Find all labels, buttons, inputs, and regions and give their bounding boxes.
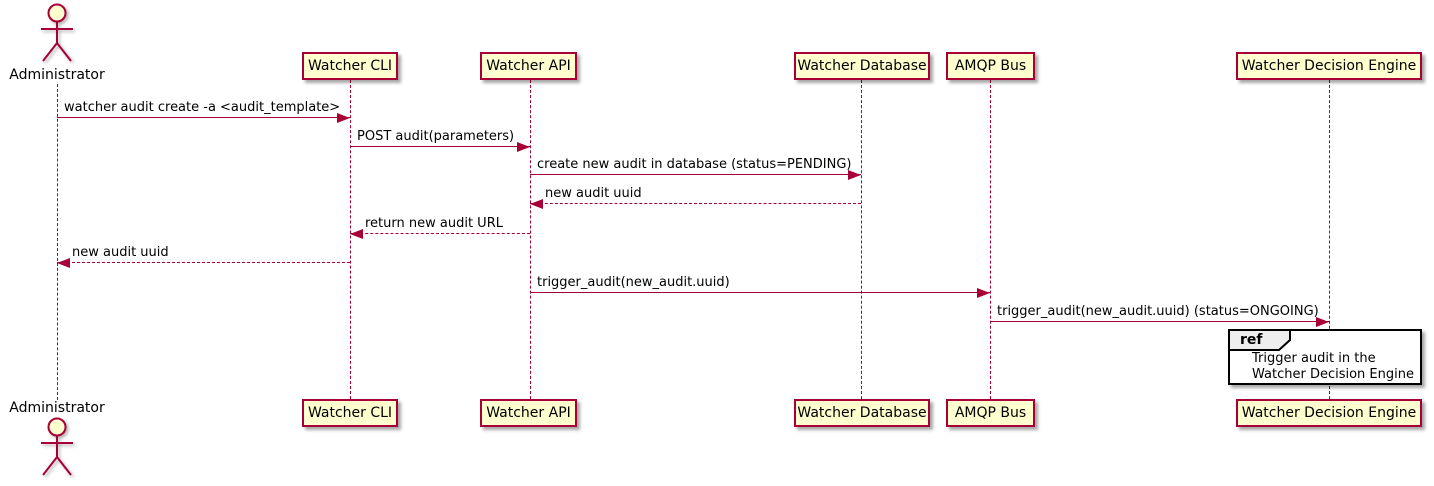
message-8-trigger-audit-ongoing: trigger_audit(new_audit.uuid) (status=ON… — [990, 304, 1329, 327]
message-3-create-audit-db: create new audit in database (status=PEN… — [530, 157, 861, 180]
administrator-actor-icon-bottom — [41, 417, 73, 476]
participant-watcher-cli-top: Watcher CLI — [302, 52, 398, 80]
participant-watcher-decision-engine-top: Watcher Decision Engine — [1236, 52, 1422, 80]
participant-label: Watcher API — [486, 58, 571, 74]
participant-label: Watcher Database — [797, 58, 927, 74]
lifeline-amqp-bus — [990, 80, 991, 399]
message-label: trigger_audit(new_audit.uuid) (status=ON… — [997, 304, 1319, 319]
arrowhead-left-icon — [530, 198, 543, 209]
participant-watcher-database-bottom: Watcher Database — [794, 399, 930, 427]
ref-keyword: ref — [1240, 332, 1263, 348]
participant-label: Watcher CLI — [307, 405, 393, 421]
arrowhead-right-icon — [517, 141, 530, 152]
lifeline-watcher-database — [861, 80, 862, 399]
participant-watcher-api-top: Watcher API — [480, 52, 577, 80]
message-1-audit-create: watcher audit create -a <audit_template> — [57, 100, 350, 123]
lifeline-administrator — [57, 84, 58, 400]
arrowhead-right-icon — [977, 287, 990, 298]
actor-label-top: Administrator — [9, 67, 105, 83]
lifeline-watcher-cli — [350, 80, 351, 399]
participant-watcher-cli-bottom: Watcher CLI — [302, 399, 398, 427]
message-6-new-audit-uuid: new audit uuid — [57, 245, 350, 268]
participant-label: Watcher API — [486, 405, 571, 421]
actor-label-bottom: Administrator — [9, 400, 105, 416]
arrowhead-left-icon — [57, 257, 70, 268]
arrowhead-right-icon — [1316, 316, 1329, 327]
message-label: POST audit(parameters) — [357, 129, 515, 144]
participant-amqp-bus-top: AMQP Bus — [946, 52, 1035, 80]
participant-label: Watcher Database — [797, 405, 927, 421]
lifeline-watcher-api — [530, 80, 531, 399]
participant-watcher-decision-engine-bottom: Watcher Decision Engine — [1236, 399, 1422, 427]
message-5-return-audit-url: return new audit URL — [350, 216, 530, 239]
lifeline-watcher-decision-engine — [1329, 80, 1330, 399]
participant-watcher-database-top: Watcher Database — [794, 52, 930, 80]
message-label: watcher audit create -a <audit_template> — [64, 100, 341, 115]
participant-label: Watcher Decision Engine — [1241, 405, 1417, 421]
participant-label: AMQP Bus — [954, 58, 1027, 74]
participant-label: AMQP Bus — [954, 405, 1027, 421]
participant-label: Watcher CLI — [307, 58, 393, 74]
administrator-actor-icon — [41, 3, 73, 62]
participant-label: Watcher Decision Engine — [1241, 58, 1417, 74]
ref-text-line2: Watcher Decision Engine — [1252, 367, 1414, 382]
ref-fragment: ref Trigger audit in the Watcher Decisio… — [1228, 329, 1422, 385]
arrowhead-right-icon — [848, 169, 861, 180]
message-label: new audit uuid — [72, 245, 169, 260]
message-label: return new audit URL — [365, 216, 503, 231]
participant-amqp-bus-bottom: AMQP Bus — [946, 399, 1035, 427]
ref-tab-shape — [1228, 329, 1291, 351]
message-4-new-audit-uuid: new audit uuid — [530, 186, 861, 209]
ref-text-line1: Trigger audit in the — [1252, 351, 1376, 366]
message-label: create new audit in database (status=PEN… — [537, 157, 852, 172]
message-label: new audit uuid — [545, 186, 642, 201]
arrowhead-right-icon — [337, 112, 350, 123]
arrowhead-left-icon — [350, 228, 363, 239]
message-2-post-audit: POST audit(parameters) — [350, 129, 530, 152]
message-7-trigger-audit: trigger_audit(new_audit.uuid) — [530, 275, 990, 298]
participant-watcher-api-bottom: Watcher API — [480, 399, 577, 427]
message-label: trigger_audit(new_audit.uuid) — [537, 275, 730, 290]
ref-text: Trigger audit in the Watcher Decision En… — [1252, 351, 1414, 383]
